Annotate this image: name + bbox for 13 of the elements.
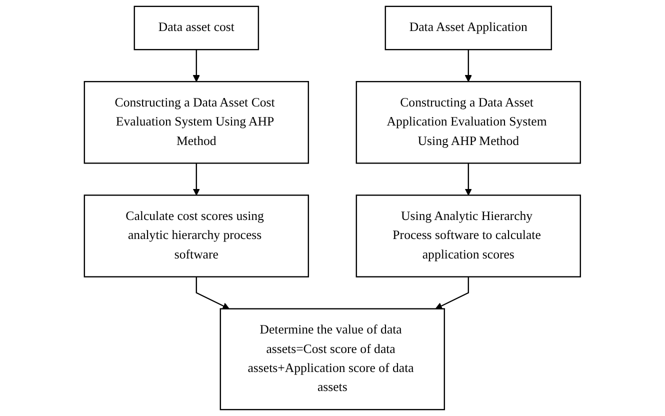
node-box: Determine the value of data assets=Cost score of data assets+Application score of data assets (220, 308, 446, 410)
arrow (192, 50, 200, 82)
arrow (435, 276, 470, 310)
arrow (464, 163, 472, 196)
node-box: Data Asset Application (384, 6, 552, 50)
arrow (196, 276, 230, 310)
arrow (192, 163, 200, 196)
node-box: Data asset cost (134, 6, 260, 50)
node-box: Constructing a Data Asset Application Evaluation System Using AHP Method (356, 81, 582, 164)
node-box: Calculate cost scores using analytic hierarchy process software (84, 194, 310, 278)
node-box: Constructing a Data Asset Cost Evaluation System Using AHP Method (84, 81, 310, 164)
arrow (464, 50, 472, 82)
node-box: Using Analytic Hierarchy Process software to calculate application scores (356, 194, 582, 278)
